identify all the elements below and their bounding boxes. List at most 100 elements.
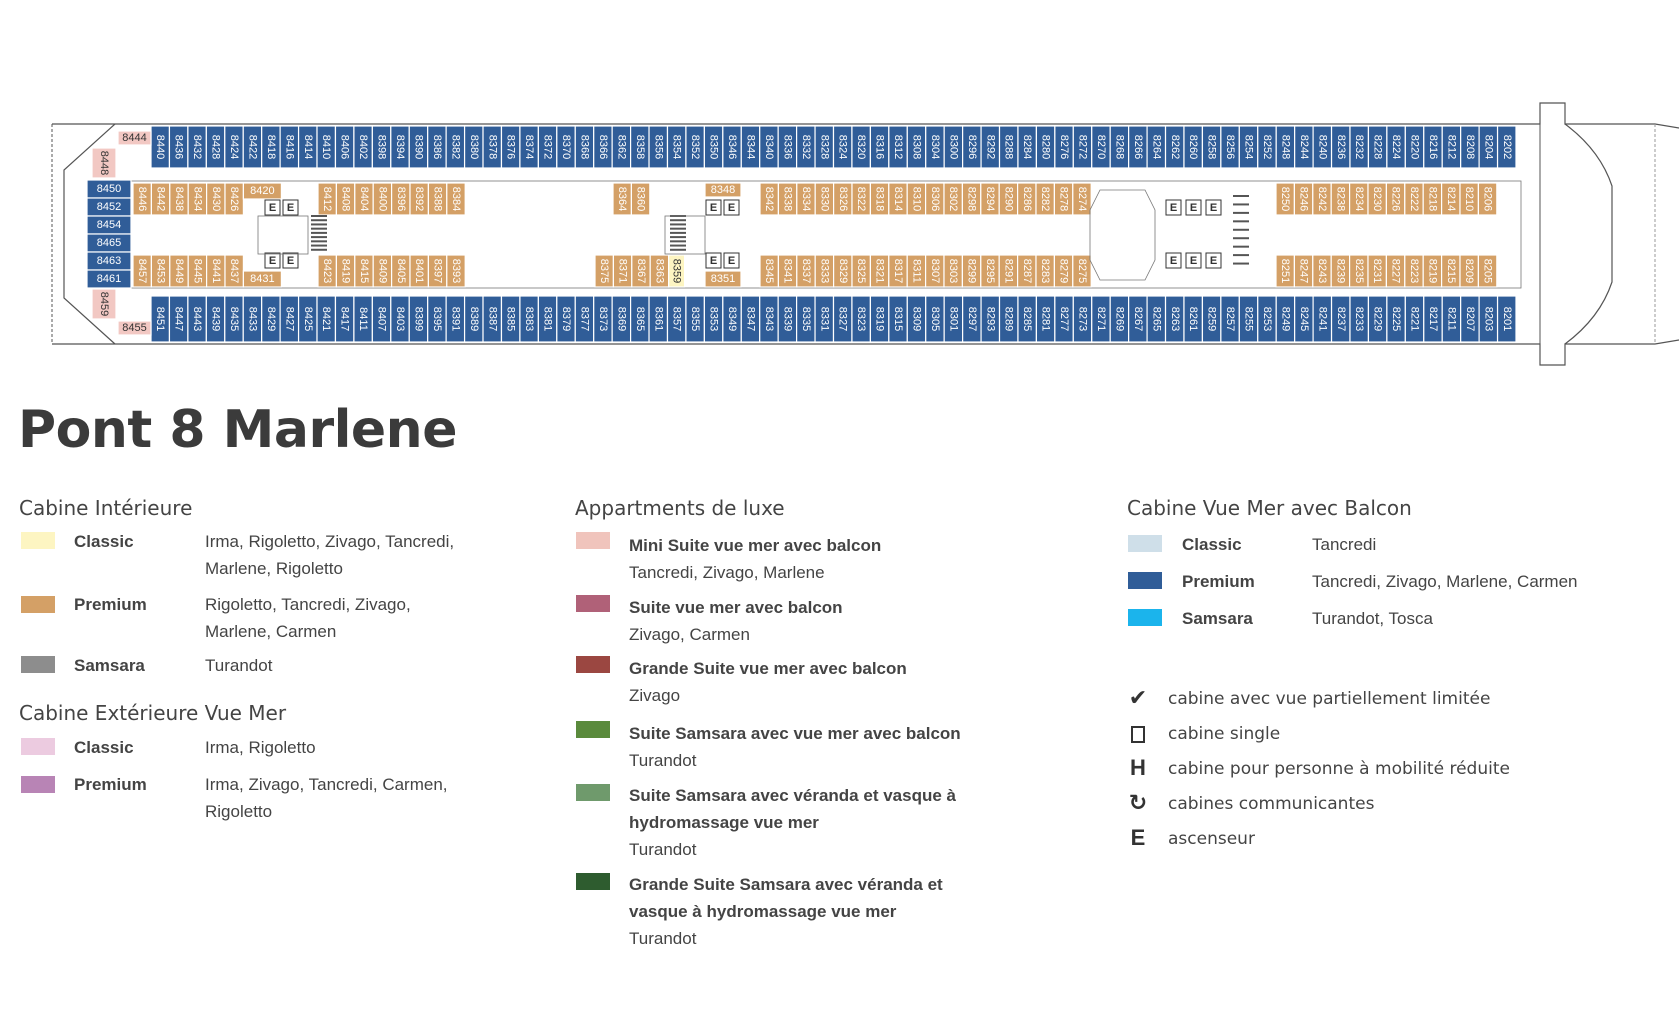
cabin-inner-8238: 8238 <box>1330 182 1351 216</box>
cabin-number: 8323 <box>855 307 867 331</box>
cabin-number: 8255 <box>1243 307 1255 331</box>
legend-suite-samsara-veranda-name: Suite Samsara avec véranda et vasque à h… <box>629 786 956 832</box>
cabin-bottom-8259: 8259 <box>1201 295 1222 343</box>
cabin-inner-8338: 8338 <box>777 182 798 216</box>
swatch-suite-samsara <box>576 721 610 738</box>
cabin-number: 8416 <box>283 135 295 159</box>
cabin-number: 8365 <box>634 307 646 331</box>
stair-hall <box>664 215 706 255</box>
cabin-number: 8339 <box>781 307 793 331</box>
svg-text:E: E <box>710 255 717 267</box>
cabin-number: 8394 <box>394 135 406 159</box>
cabin-inner-8333: 8333 <box>814 254 835 288</box>
cabin-number: 8373 <box>597 307 609 331</box>
cabin-number: 8299 <box>966 259 978 283</box>
cabin-number: 8348 <box>711 184 735 196</box>
cabin-number: 8271 <box>1095 307 1107 331</box>
cabin-top-8350: 8350 <box>703 125 724 169</box>
cabin-bottom-8249: 8249 <box>1275 295 1296 343</box>
cabin-inner-8251: 8251 <box>1275 254 1295 288</box>
elevator-icon: E <box>1205 199 1222 216</box>
cabin-top-8374: 8374 <box>519 125 539 169</box>
cabin-inner-8294: 8294 <box>980 182 1000 216</box>
cabin-bottom-8411: 8411 <box>353 295 373 343</box>
cabin-number: 8272 <box>1077 135 1089 159</box>
cabin-number: 8423 <box>321 259 333 283</box>
cabin-inner-8400: 8400 <box>372 182 393 216</box>
cabin-inner-8247: 8247 <box>1293 254 1314 288</box>
svg-text:E: E <box>287 202 294 214</box>
cabin-bottom-8245: 8245 <box>1294 295 1314 343</box>
symbol-label-partial-view: cabine avec vue partiellement limitée <box>1168 689 1491 709</box>
cabin-number: 8244 <box>1298 135 1310 159</box>
cabin-number: 8265 <box>1150 307 1162 331</box>
cabin-number: 8204 <box>1482 135 1494 159</box>
cabin-bottom-8257: 8257 <box>1220 295 1240 343</box>
cabin-top-8304: 8304 <box>925 125 945 169</box>
cabin-number: 8434 <box>191 187 203 211</box>
cabin-number: 8398 <box>376 135 388 159</box>
cabin-number: 8214 <box>1445 187 1457 211</box>
cabin-inner-8311: 8311 <box>906 254 927 288</box>
cabin-bottom-8421: 8421 <box>316 295 337 343</box>
cabin-number: 8219 <box>1426 259 1438 283</box>
elevator-icon: E <box>1165 252 1182 269</box>
cabin-inner-8205: 8205 <box>1477 254 1498 288</box>
cabin-top-8352: 8352 <box>685 125 705 169</box>
svg-text:E: E <box>287 255 294 267</box>
cabin-top-8336: 8336 <box>777 125 798 169</box>
cabin-number: 8375 <box>598 259 610 283</box>
svg-text:E: E <box>269 255 276 267</box>
elevator-icon: E <box>705 199 722 216</box>
cabin-bottom-8305: 8305 <box>925 295 945 343</box>
cabin-number: 8420 <box>250 185 274 197</box>
cabin-number: 8251 <box>1279 259 1291 283</box>
cabin-inner-8231: 8231 <box>1367 254 1387 288</box>
elevator-icon: E <box>282 252 299 269</box>
cabin-stern-8444: 8444 <box>117 130 152 146</box>
cabin-top-8284: 8284 <box>1017 125 1038 169</box>
cabin-inner-8291: 8291 <box>998 254 1019 288</box>
cabin-bottom-8233: 8233 <box>1349 295 1370 343</box>
cabin-bottom-8289: 8289 <box>998 295 1019 343</box>
connecting-arrow-icon: ↻ <box>1128 790 1148 815</box>
cabin-inner-8302: 8302 <box>943 182 963 216</box>
cabin-bottom-8229: 8229 <box>1367 295 1388 343</box>
cabin-number: 8226 <box>1390 187 1402 211</box>
cabin-number: 8387 <box>486 307 498 331</box>
symbol-label-connecting: cabines communicantes <box>1168 794 1375 814</box>
cabin-number: 8425 <box>302 307 314 331</box>
atrium-outline <box>1089 189 1156 281</box>
cabin-number: 8453 <box>155 259 167 283</box>
cabin-number: 8249 <box>1279 307 1291 331</box>
cabin-number: 8370 <box>560 135 572 159</box>
cabin-number: 8385 <box>505 307 517 331</box>
cabin-number: 8440 <box>154 135 166 159</box>
cabin-number: 8278 <box>1058 187 1070 211</box>
swatch-ext-premium <box>21 776 55 793</box>
cabin-number: 8402 <box>357 135 369 159</box>
swatch-suite-samsara-veranda <box>576 784 610 801</box>
cabin-bottom-8225: 8225 <box>1386 295 1406 343</box>
cabin-top-8260: 8260 <box>1183 125 1204 169</box>
cabin-number: 8222 <box>1408 187 1420 211</box>
cabin-bottom-8451: 8451 <box>150 295 171 343</box>
cabin-top-8268: 8268 <box>1109 125 1130 169</box>
cabin-number: 8406 <box>339 135 351 159</box>
elevator-icon: E <box>705 252 722 269</box>
cabin-number: 8395 <box>431 307 443 331</box>
cabin-number: 8386 <box>431 135 443 159</box>
cabin-bottom-8417: 8417 <box>334 295 355 343</box>
cabin-inner-8321: 8321 <box>869 254 890 288</box>
cabin-top-8296: 8296 <box>962 125 982 169</box>
cabin-number: 8235 <box>1353 259 1365 283</box>
legend-suite-samsara-ships: Turandot <box>629 751 697 770</box>
cabin-inner-8431: 8431 <box>242 270 282 288</box>
legend-balcony-samsara-name: Samsara <box>1182 609 1253 628</box>
svg-text:E: E <box>1210 202 1217 214</box>
cabin-number: 8378 <box>486 135 498 159</box>
cabin-number: 8338 <box>782 187 794 211</box>
cabin-number: 8355 <box>689 307 701 331</box>
cabin-inner-8367: 8367 <box>631 254 651 288</box>
cabin-bottom-8285: 8285 <box>1017 295 1038 343</box>
